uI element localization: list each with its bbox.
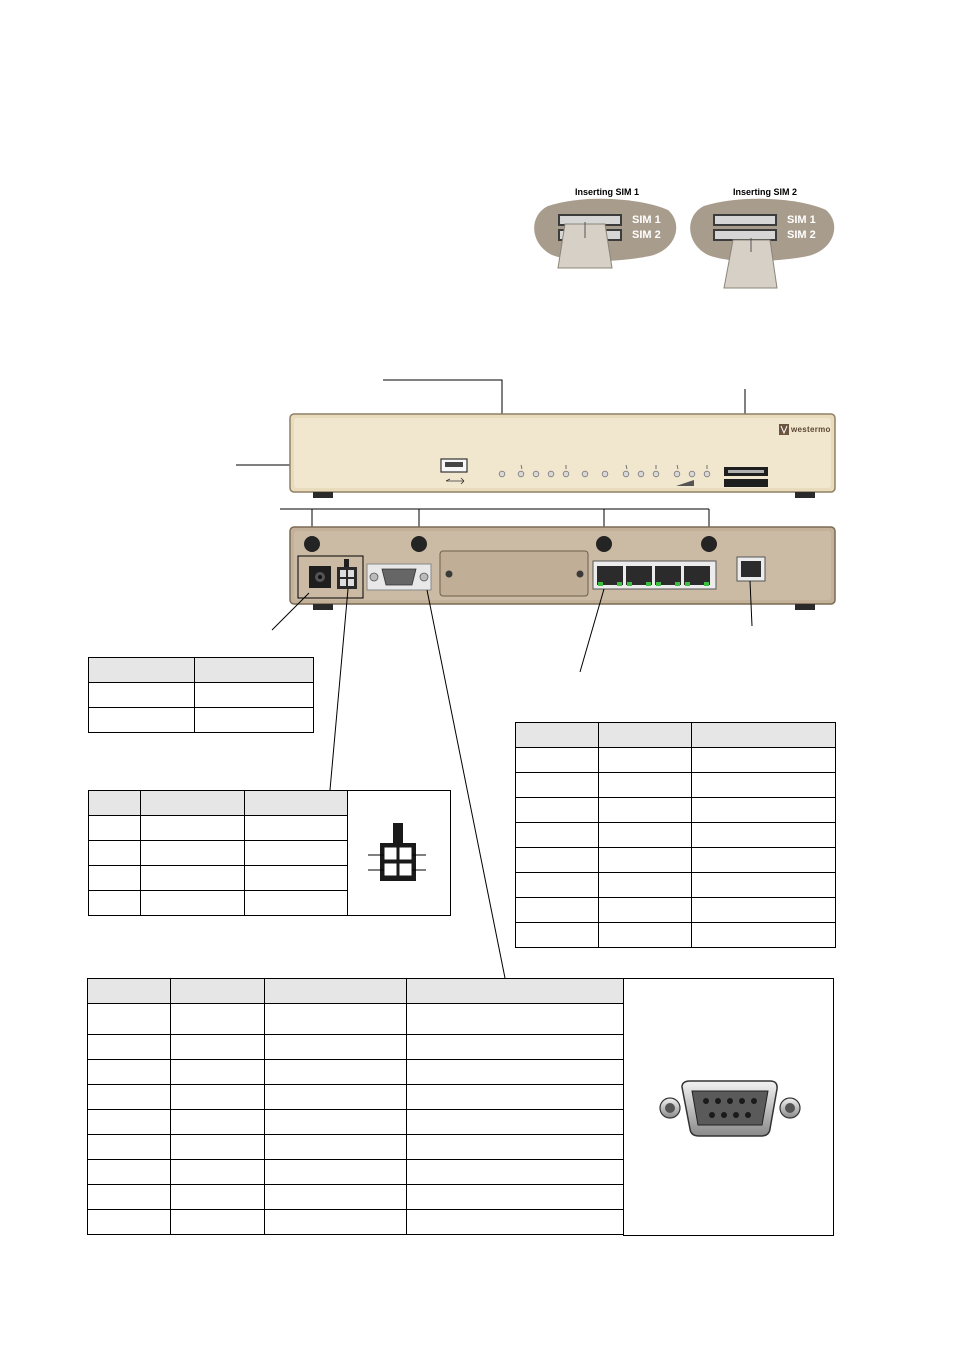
table-row — [88, 707, 314, 733]
table-row — [87, 1134, 625, 1160]
power-table — [88, 657, 314, 733]
serial-connector-picture-cell — [623, 978, 834, 1236]
table-row — [87, 1209, 625, 1235]
table-row — [515, 847, 836, 873]
db9-connector-icon — [659, 1080, 801, 1137]
sim1-slot-label-a: SIM 1 — [632, 214, 661, 226]
table-row — [88, 815, 349, 841]
power-connector-picture-cell — [347, 790, 451, 916]
table-header-row — [88, 657, 314, 683]
ethernet-table — [515, 722, 836, 948]
sim2-slot-label-a: SIM 2 — [632, 229, 661, 241]
table-row — [87, 1034, 625, 1060]
table-row — [87, 1084, 625, 1110]
table-row — [87, 1159, 625, 1185]
table-header-row — [87, 978, 625, 1004]
table-row — [88, 840, 349, 866]
power-connector-pinout-icon — [368, 823, 426, 881]
brand-logo: westermo — [791, 425, 831, 434]
table-row — [515, 897, 836, 923]
table-row — [87, 1184, 625, 1210]
serial-table — [87, 978, 625, 1235]
sim1-slot-label-b: SIM 1 — [787, 214, 816, 226]
table-row — [515, 747, 836, 773]
table-row — [515, 872, 836, 898]
table-row — [87, 1003, 625, 1035]
sim2-slot-label-b: SIM 2 — [787, 229, 816, 241]
power-connector-table — [88, 790, 349, 916]
table-row — [515, 797, 836, 823]
table-row — [515, 922, 836, 948]
table-header-row — [88, 790, 349, 816]
table-row — [515, 822, 836, 848]
table-row — [88, 865, 349, 891]
sim2-title: Inserting SIM 2 — [733, 187, 798, 197]
table-row — [515, 772, 836, 798]
table-row — [87, 1109, 625, 1135]
sim1-title: Inserting SIM 1 — [575, 187, 640, 197]
table-header-row — [515, 722, 836, 748]
table-row — [88, 890, 349, 916]
table-row — [87, 1059, 625, 1085]
table-row — [88, 682, 314, 708]
